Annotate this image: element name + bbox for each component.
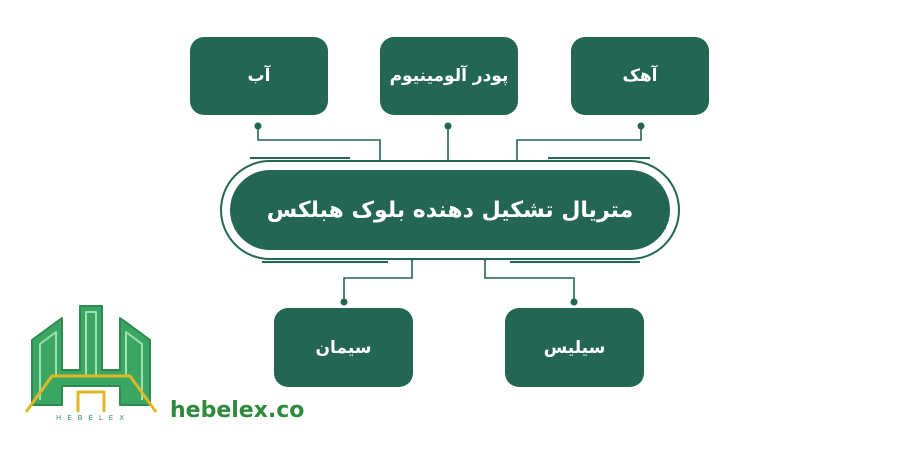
node-cement: سیمان bbox=[274, 308, 413, 387]
connector-dot bbox=[637, 122, 645, 130]
center-hub-fill: متریال تشکیل دهنده بلوک هبلکس bbox=[230, 170, 670, 250]
node-silica-label: سیلیس bbox=[543, 337, 606, 358]
node-water-label: آب bbox=[247, 66, 271, 86]
center-label: متریال تشکیل دهنده بلوک هبلکس bbox=[266, 197, 634, 223]
connector-dot bbox=[340, 298, 348, 306]
connector-cement bbox=[343, 257, 413, 302]
connector-water bbox=[257, 126, 381, 165]
connector-dot bbox=[570, 298, 578, 306]
node-cement-label: سیمان bbox=[315, 337, 372, 358]
node-aluminium-powder-label: پودر آلومینیوم bbox=[389, 66, 509, 86]
connector-dot bbox=[444, 122, 452, 130]
connector-dot bbox=[254, 122, 262, 130]
hebelex-logo-icon bbox=[24, 305, 158, 413]
node-aluminium-powder: پودر آلومینیوم bbox=[380, 37, 518, 115]
center-hub: متریال تشکیل دهنده بلوک هبلکس bbox=[220, 160, 680, 260]
node-water: آب bbox=[190, 37, 328, 115]
connector-lime bbox=[516, 126, 642, 165]
node-lime: آهک bbox=[571, 37, 709, 115]
node-lime-label: آهک bbox=[622, 66, 658, 86]
node-silica: سیلیس bbox=[505, 308, 644, 387]
connector-silica bbox=[484, 257, 575, 302]
website-text: hebelex.co bbox=[170, 398, 305, 423]
logo-tagline: HEBELEX bbox=[55, 414, 131, 422]
